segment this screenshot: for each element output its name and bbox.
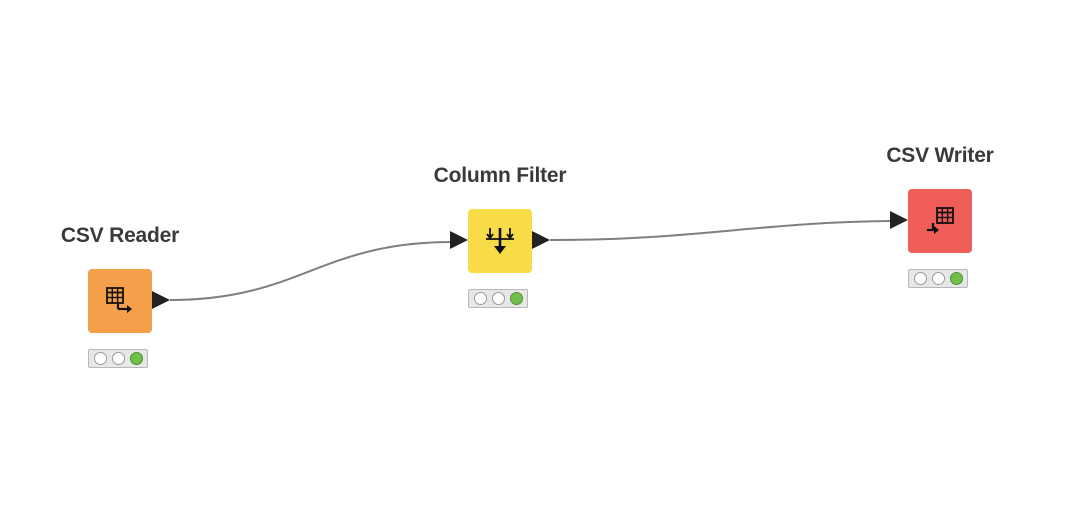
input-port[interactable] bbox=[890, 211, 910, 229]
status-traffic-light bbox=[88, 349, 148, 368]
status-traffic-light bbox=[908, 269, 968, 288]
node-body[interactable] bbox=[88, 269, 152, 333]
status-light-executed bbox=[949, 272, 963, 285]
status-light-inactive bbox=[931, 272, 945, 285]
node-title[interactable]: CSV Reader bbox=[60, 224, 180, 247]
status-light-inactive bbox=[473, 292, 487, 305]
status-traffic-light bbox=[468, 289, 528, 308]
csv-reader-icon bbox=[106, 287, 132, 313]
output-port[interactable] bbox=[152, 291, 172, 309]
node-title[interactable]: Column Filter bbox=[433, 164, 567, 187]
status-light-executed bbox=[129, 352, 143, 365]
node-body[interactable] bbox=[468, 209, 532, 273]
status-light-executed bbox=[509, 292, 523, 305]
status-light-inactive bbox=[913, 272, 927, 285]
column-filter-icon bbox=[486, 228, 514, 254]
csv-writer-icon bbox=[927, 207, 954, 234]
status-light-inactive bbox=[93, 352, 107, 365]
status-light-inactive bbox=[111, 352, 125, 365]
status-light-inactive bbox=[491, 292, 505, 305]
connection-csv-reader-to-column-filter[interactable] bbox=[169, 241, 453, 301]
output-port[interactable] bbox=[532, 231, 552, 249]
input-port[interactable] bbox=[450, 231, 470, 249]
node-body[interactable] bbox=[908, 189, 972, 253]
node-title[interactable]: CSV Writer bbox=[886, 144, 994, 167]
connection-column-filter-to-csv-writer[interactable] bbox=[549, 220, 893, 241]
